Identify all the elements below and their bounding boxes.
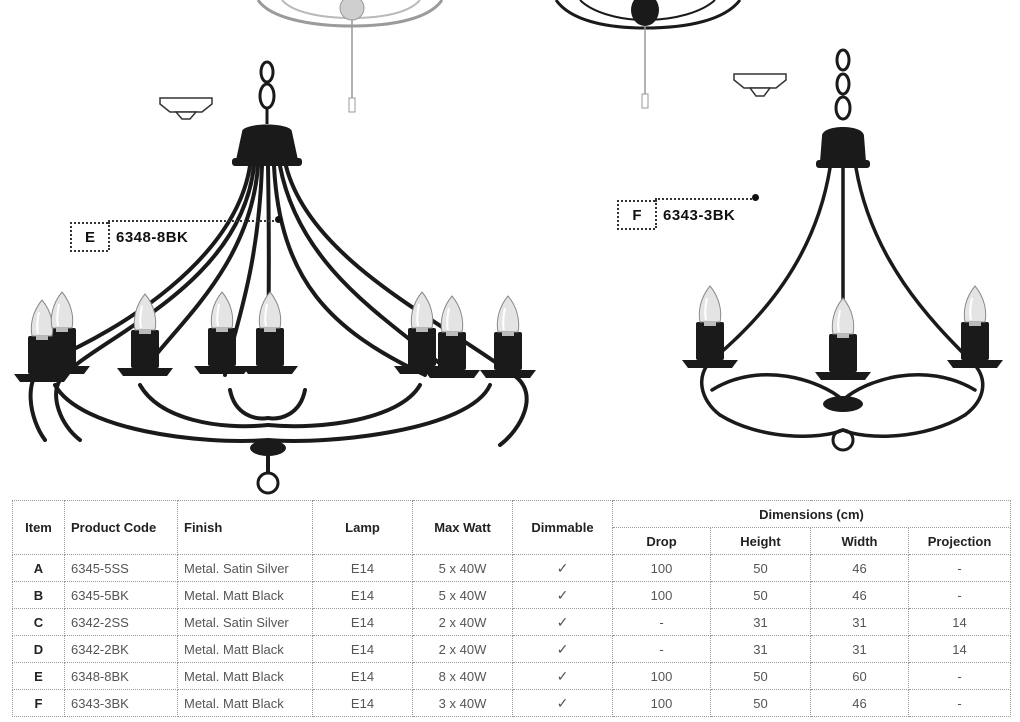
cell-projection: - [908, 662, 1011, 690]
cell-height: 50 [710, 689, 811, 717]
cell-lamp: E14 [312, 689, 413, 717]
ceiling-rose-icon [159, 97, 213, 120]
partial-chandelier-silver [256, 0, 444, 113]
col-header-max-watt: Max Watt [412, 500, 513, 555]
callout-letter: F [617, 200, 655, 230]
cell-dimmable: ✓ [512, 662, 613, 690]
cell-projection: 14 [908, 608, 1011, 636]
col-header-height: Height [710, 527, 811, 555]
table-row: D 6342-2BK Metal. Matt Black E14 2 x 40W… [12, 635, 1011, 663]
cell-lamp: E14 [312, 581, 413, 609]
cell-drop: 100 [612, 554, 711, 582]
callout-dot [752, 194, 759, 201]
cell-item: E [12, 662, 65, 690]
col-header-finish: Finish [177, 500, 313, 555]
cell-width: 31 [810, 608, 909, 636]
cell-max-watt: 2 x 40W [412, 635, 513, 663]
cell-max-watt: 5 x 40W [412, 554, 513, 582]
cell-finish: Metal. Satin Silver [177, 608, 313, 636]
cell-width: 46 [810, 581, 909, 609]
cell-item: B [12, 581, 65, 609]
product-illustrations [14, 0, 1003, 495]
table-row: E 6348-8BK Metal. Matt Black E14 8 x 40W… [12, 662, 1011, 690]
cell-projection: - [908, 689, 1011, 717]
cell-finish: Metal. Matt Black [177, 581, 313, 609]
cell-drop: - [612, 635, 711, 663]
cell-item: D [12, 635, 65, 663]
cell-width: 46 [810, 689, 909, 717]
table-row: B 6345-5BK Metal. Matt Black E14 5 x 40W… [12, 581, 1011, 609]
table-row: C 6342-2SS Metal. Satin Silver E14 2 x 4… [12, 608, 1011, 636]
cell-drop: 100 [612, 662, 711, 690]
cell-finish: Metal. Matt Black [177, 635, 313, 663]
col-header-drop: Drop [612, 527, 711, 555]
chandelier-8-arm-illustration [14, 60, 536, 495]
cell-dimmable: ✓ [512, 689, 613, 717]
cell-item: A [12, 554, 65, 582]
cell-projection: - [908, 554, 1011, 582]
callout-dot [275, 216, 282, 223]
cell-dimmable: ✓ [512, 608, 613, 636]
cell-finish: Metal. Matt Black [177, 662, 313, 690]
cell-lamp: E14 [312, 635, 413, 663]
cell-max-watt: 5 x 40W [412, 581, 513, 609]
cell-max-watt: 8 x 40W [412, 662, 513, 690]
cell-finish: Metal. Satin Silver [177, 554, 313, 582]
ceiling-rose-icon [733, 73, 787, 97]
partial-chandelier-black [554, 0, 742, 109]
col-header-dimensions: Dimensions (cm) [612, 500, 1011, 528]
cell-height: 50 [710, 581, 811, 609]
cell-height: 31 [710, 608, 811, 636]
cell-product-code: 6348-8BK [64, 662, 178, 690]
cell-height: 50 [710, 554, 811, 582]
callout-product-code: 6343-3BK [663, 206, 736, 224]
col-header-product-code: Product Code [64, 500, 178, 555]
cell-product-code: 6342-2BK [64, 635, 178, 663]
specification-table: Item Product Code Finish Lamp Max Watt D… [12, 500, 1011, 717]
cell-dimmable: ✓ [512, 581, 613, 609]
table-row: F 6343-3BK Metal. Matt Black E14 3 x 40W… [12, 689, 1011, 717]
chandelier-3-arm-illustration [682, 48, 1003, 452]
cell-lamp: E14 [312, 554, 413, 582]
cell-width: 46 [810, 554, 909, 582]
cell-projection: - [908, 581, 1011, 609]
cell-height: 31 [710, 635, 811, 663]
cell-finish: Metal. Matt Black [177, 689, 313, 717]
cell-dimmable: ✓ [512, 554, 613, 582]
cell-height: 50 [710, 662, 811, 690]
cell-max-watt: 3 x 40W [412, 689, 513, 717]
cell-projection: 14 [908, 635, 1011, 663]
cell-drop: - [612, 608, 711, 636]
col-header-item: Item [12, 500, 65, 555]
cell-product-code: 6345-5BK [64, 581, 178, 609]
cell-product-code: 6342-2SS [64, 608, 178, 636]
cell-drop: 100 [612, 689, 711, 717]
callout-product-code: 6348-8BK [116, 228, 189, 246]
cell-item: C [12, 608, 65, 636]
callout-letter: E [70, 222, 108, 252]
callout-e: E 6348-8BK [70, 216, 282, 252]
cell-product-code: 6345-5SS [64, 554, 178, 582]
cell-max-watt: 2 x 40W [412, 608, 513, 636]
col-header-width: Width [810, 527, 909, 555]
col-header-dimmable: Dimmable [512, 500, 613, 555]
cell-lamp: E14 [312, 608, 413, 636]
cell-width: 31 [810, 635, 909, 663]
cell-dimmable: ✓ [512, 635, 613, 663]
cell-product-code: 6343-3BK [64, 689, 178, 717]
callout-f: F 6343-3BK [617, 194, 759, 230]
cell-width: 60 [810, 662, 909, 690]
cell-drop: 100 [612, 581, 711, 609]
cell-item: F [12, 689, 65, 717]
table-row: A 6345-5SS Metal. Satin Silver E14 5 x 4… [12, 554, 1011, 582]
cell-lamp: E14 [312, 662, 413, 690]
col-header-projection: Projection [908, 527, 1011, 555]
col-header-lamp: Lamp [312, 500, 413, 555]
